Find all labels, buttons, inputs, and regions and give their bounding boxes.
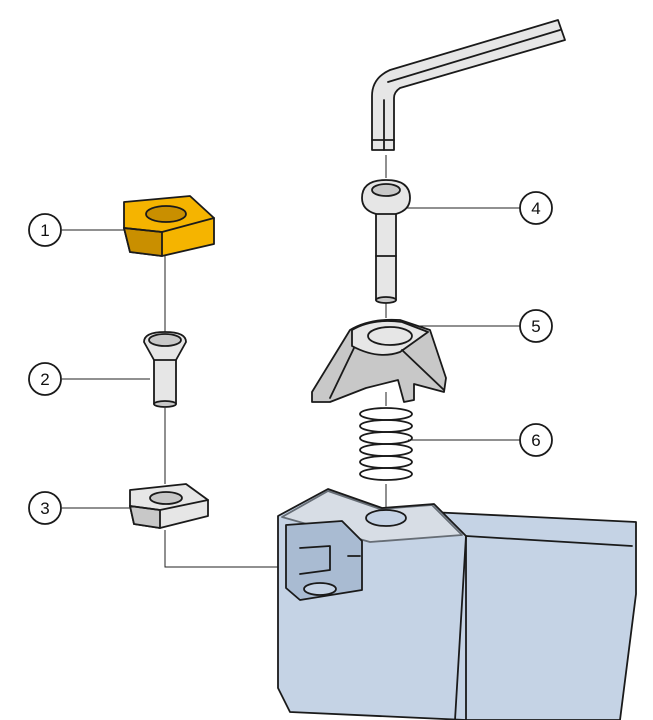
insert-pocket bbox=[285, 520, 363, 601]
callout-4: 4 bbox=[519, 191, 553, 225]
svg-text:2: 2 bbox=[40, 370, 49, 389]
shim-screw-hole bbox=[303, 582, 337, 596]
svg-text:4: 4 bbox=[531, 199, 540, 218]
svg-text:5: 5 bbox=[531, 317, 540, 336]
callout-6: 6 bbox=[519, 423, 553, 457]
clamp bbox=[311, 318, 447, 403]
spring bbox=[359, 407, 413, 481]
svg-text:1: 1 bbox=[40, 221, 49, 240]
insert bbox=[123, 195, 215, 257]
callout-1: 1 bbox=[28, 213, 62, 247]
clamp-screw-hole bbox=[365, 509, 407, 527]
shim bbox=[129, 483, 209, 529]
hex-key-icon bbox=[371, 19, 566, 151]
svg-text:3: 3 bbox=[40, 499, 49, 518]
clamp-screw bbox=[361, 179, 411, 304]
insert-screw bbox=[143, 331, 187, 408]
svg-text:6: 6 bbox=[531, 431, 540, 450]
tool-holder bbox=[277, 488, 637, 720]
callout-3: 3 bbox=[28, 491, 62, 525]
callout-5: 5 bbox=[519, 309, 553, 343]
callout-2: 2 bbox=[28, 362, 62, 396]
